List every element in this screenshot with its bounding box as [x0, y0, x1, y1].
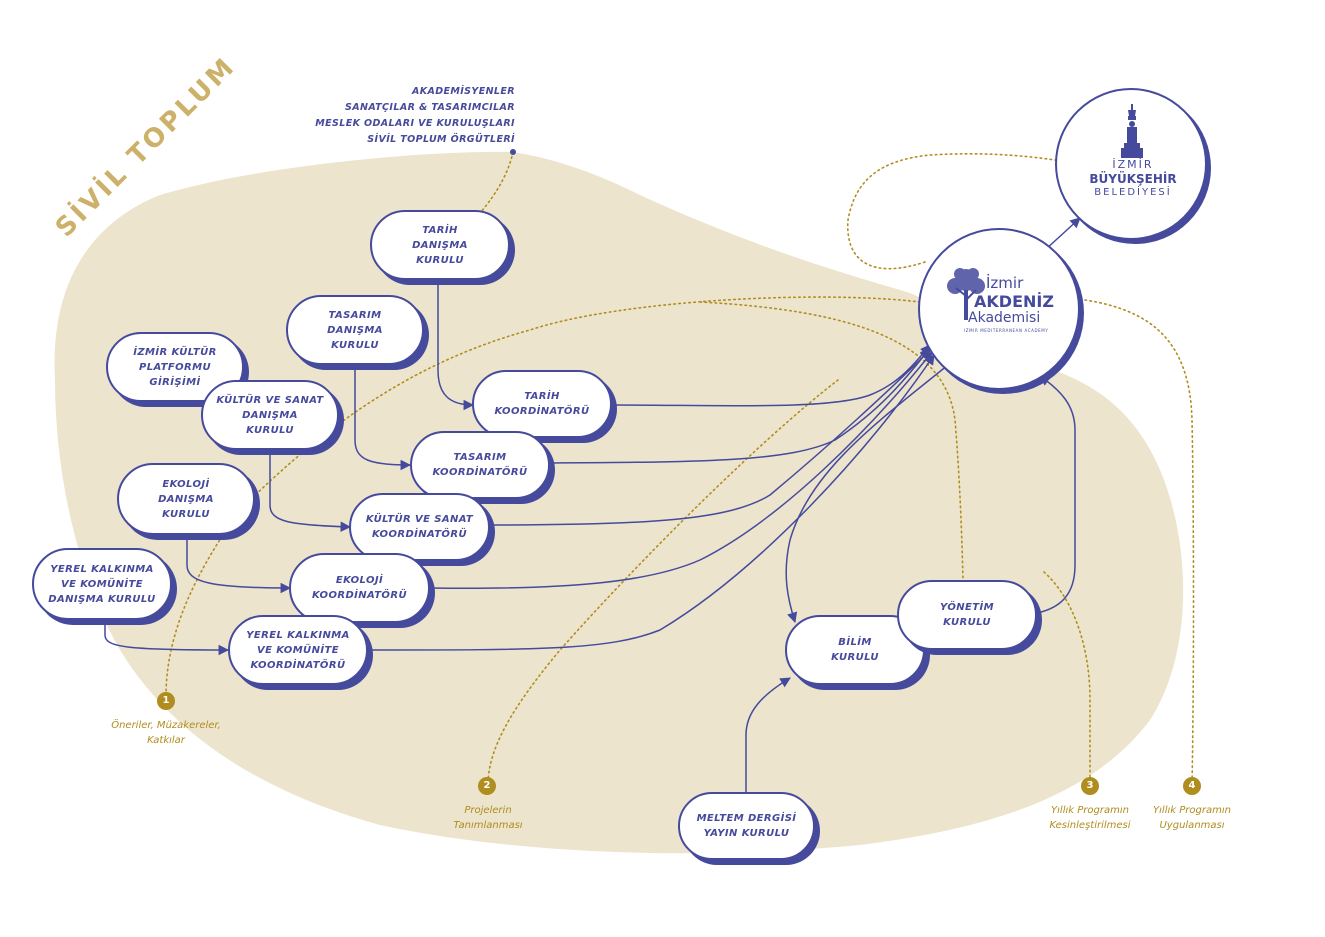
- node-label: KURULU: [831, 652, 879, 663]
- stakeholder-item: MESLEK ODALARI VE KURULUŞLARI: [315, 118, 515, 129]
- meltem-dergisi-node[interactable]: MELTEM DERGİSİ YAYIN KURULU: [678, 792, 815, 860]
- step-label-line: Yıllık Programın: [1051, 805, 1129, 816]
- node-label: EKOLOJİ: [335, 575, 384, 586]
- step-label-line: Katkılar: [147, 735, 185, 746]
- step-label-line: Öneriler, Müzakereler,: [111, 720, 221, 731]
- node-label: İZMİR KÜLTÜR: [133, 346, 217, 358]
- stakeholder-list: AKADEMİSYENLER SANATÇILAR & TASARIMCILAR…: [290, 84, 515, 148]
- municipality-logo[interactable]: İZMİR BÜYÜKŞEHİR BELEDİYESİ: [1055, 88, 1207, 240]
- step-label-line: Projelerin: [464, 805, 512, 816]
- stakeholder-item: SANATÇILAR & TASARIMCILAR: [344, 102, 515, 113]
- akademi-line2: AKDENİZ: [974, 292, 1054, 311]
- akademi-line1: İzmir: [986, 274, 1024, 292]
- municipality-line1: İZMİR: [1112, 158, 1154, 171]
- step-label: Yıllık Programın Kesinleştirilmesi: [1030, 803, 1150, 833]
- stakeholder-dot: [510, 149, 516, 155]
- kultur-sanat-danisma-kurulu-node[interactable]: KÜLTÜR VE SANAT DANIŞMA KURULU: [201, 380, 339, 450]
- node-label: VE KOMÜNİTE: [257, 644, 339, 656]
- node-label: DANIŞMA: [242, 409, 298, 421]
- node-label: DANIŞMA: [327, 324, 383, 336]
- akdeniz-akademisi-logo[interactable]: İzmir AKDENİZ Akademisi IZMIR MEDITERRAN…: [918, 228, 1080, 390]
- tarih-danisma-kurulu-node[interactable]: TARİH DANIŞMA KURULU: [370, 210, 510, 280]
- tasarim-danisma-kurulu-node[interactable]: TASARIM DANIŞMA KURULU: [286, 295, 424, 365]
- izmir-kultur-platformu-node[interactable]: İZMİR KÜLTÜR PLATFORMU GİRİŞİMİ: [106, 332, 244, 402]
- yonetim-kurulu-node[interactable]: YÖNETİM KURULU: [897, 580, 1037, 650]
- step-label-line: Tanımlanması: [453, 820, 523, 831]
- step-badge: 1: [157, 692, 175, 710]
- step-badge: 2: [478, 777, 496, 795]
- node-label: KOORDİNATÖRÜ: [432, 467, 528, 478]
- node-label: KURULU: [331, 339, 379, 351]
- node-label: TARİH: [422, 224, 458, 236]
- akademi-line3: Akademisi: [968, 310, 1041, 326]
- node-label: DANIŞMA: [412, 239, 468, 251]
- node-label: KÜLTÜR VE SANAT: [216, 394, 324, 406]
- node-label: VE KOMÜNİTE: [61, 578, 143, 590]
- node-label: PLATFORMU: [138, 361, 211, 373]
- node-label: KÜLTÜR VE SANAT: [365, 514, 474, 525]
- node-label: KOORDİNATÖRÜ: [372, 529, 467, 540]
- node-label: MELTEM DERGİSİ: [696, 813, 797, 824]
- node-label: EKOLOJİ: [162, 478, 210, 490]
- step-label: Öneriler, Müzakereler, Katkılar: [92, 718, 240, 748]
- step-label: Yıllık Programın Uygulanması: [1140, 803, 1244, 833]
- step-badge: 3: [1081, 777, 1099, 795]
- node-label: KOORDİNATÖRÜ: [250, 659, 346, 671]
- node-label: YÖNETİM: [940, 602, 994, 613]
- node-label: DANIŞMA KURULU: [48, 593, 156, 605]
- node-label: YEREL KALKINMA: [246, 629, 350, 641]
- node-label: GİRİŞİMİ: [149, 376, 201, 388]
- stakeholder-item: AKADEMİSYENLER: [411, 86, 515, 97]
- step-label-line: Kesinleştirilmesi: [1049, 820, 1131, 831]
- node-label: DANIŞMA: [158, 493, 214, 505]
- municipality-line3: BELEDİYESİ: [1094, 187, 1172, 198]
- ekoloji-danisma-kurulu-node[interactable]: EKOLOJİ DANIŞMA KURULU: [117, 463, 255, 535]
- node-label: TASARIM: [328, 309, 382, 321]
- node-label: KURULU: [416, 254, 464, 266]
- step-badge: 4: [1183, 777, 1201, 795]
- municipality-line2: BÜYÜKŞEHİR: [1089, 172, 1177, 186]
- stakeholder-item: SİVİL TOPLUM ÖRGÜTLERİ: [367, 134, 515, 145]
- node-label: KOORDİNATÖRÜ: [494, 406, 590, 417]
- yerel-kalkinma-danisma-kurulu-node[interactable]: YEREL KALKINMA VE KOMÜNİTE DANIŞMA KURUL…: [32, 548, 172, 620]
- node-label: TARİH: [524, 391, 560, 402]
- clock-tower-icon: [1121, 104, 1143, 158]
- node-label: YAYIN KURULU: [703, 828, 790, 839]
- tasarim-koordinatoru-node[interactable]: TASARIM KOORDİNATÖRÜ: [410, 431, 550, 499]
- step-label-line: Uygulanması: [1159, 820, 1225, 831]
- step-label: Projelerin Tanımlanması: [430, 803, 546, 833]
- tarih-koordinatoru-node[interactable]: TARİH KOORDİNATÖRÜ: [472, 370, 612, 438]
- node-label: KURULU: [246, 424, 294, 436]
- node-label: KURULU: [943, 617, 991, 628]
- kultur-sanat-koordinatoru-node[interactable]: KÜLTÜR VE SANAT KOORDİNATÖRÜ: [349, 493, 490, 561]
- node-label: BİLİM: [838, 637, 872, 648]
- node-label: KURULU: [162, 508, 210, 520]
- step-label-line: Yıllık Programın: [1153, 805, 1231, 816]
- node-label: TASARIM: [453, 452, 507, 463]
- node-label: KOORDİNATÖRÜ: [312, 590, 407, 601]
- yerel-kalkinma-koordinatoru-node[interactable]: YEREL KALKINMA VE KOMÜNİTE KOORDİNATÖRÜ: [228, 615, 368, 685]
- node-label: YEREL KALKINMA: [50, 563, 154, 575]
- tree-icon: [947, 268, 985, 320]
- akademi-tagline: IZMIR MEDITERRANEAN ACADEMY: [964, 328, 1049, 333]
- ekoloji-koordinatoru-node[interactable]: EKOLOJİ KOORDİNATÖRÜ: [289, 553, 430, 623]
